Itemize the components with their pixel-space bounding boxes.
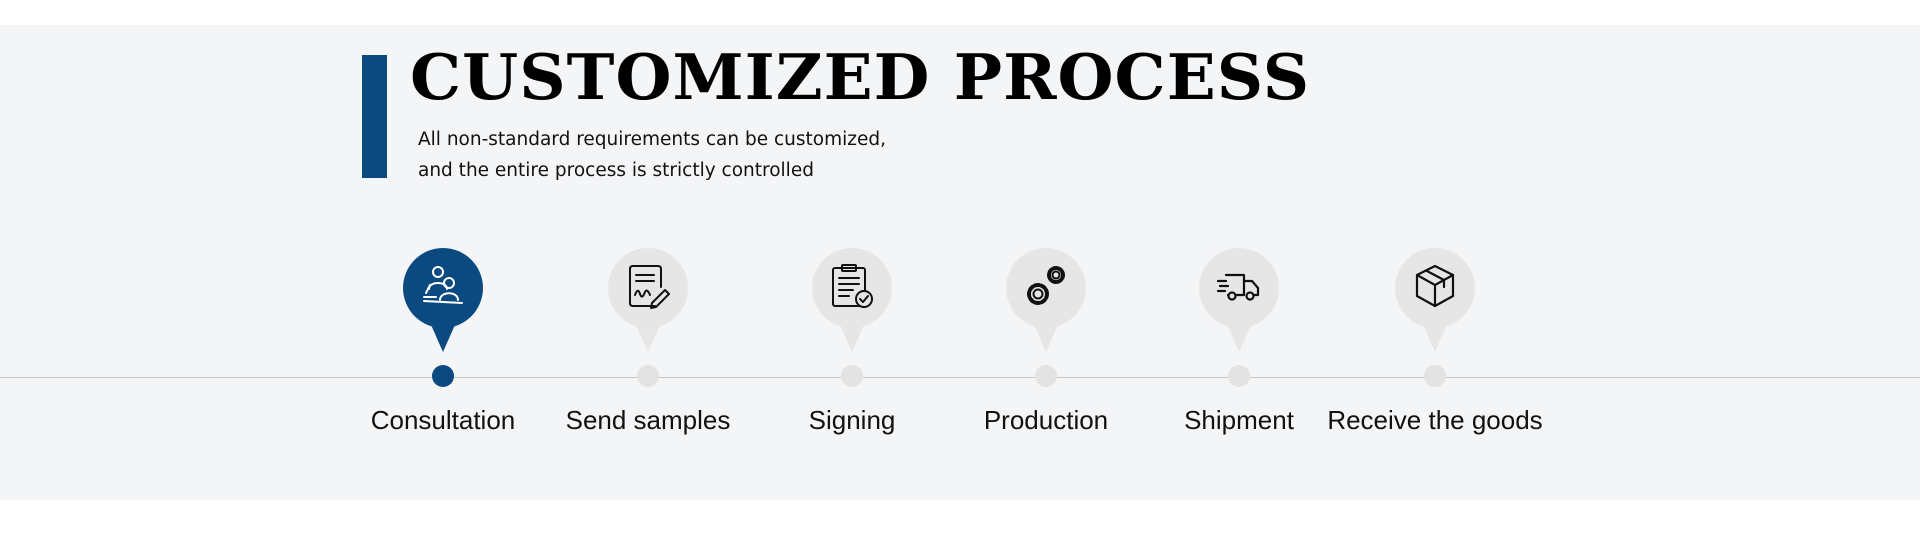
step-shipment: Shipment xyxy=(1119,248,1359,448)
step-consultation: Consultation xyxy=(323,248,563,448)
gears-icon xyxy=(1023,263,1069,309)
consultation-icon xyxy=(420,263,466,309)
document-pen-icon xyxy=(625,263,671,309)
package-box-icon xyxy=(1412,263,1458,309)
step-signing: Signing xyxy=(732,248,972,448)
delivery-truck-icon xyxy=(1216,263,1262,309)
step-label: Send samples xyxy=(565,405,731,435)
step-pin xyxy=(1395,248,1475,353)
step-pin xyxy=(1006,248,1086,353)
step-dot xyxy=(1424,365,1446,387)
step-pin xyxy=(403,248,483,353)
step-pin xyxy=(608,248,688,353)
step-label: Consultation xyxy=(370,405,516,435)
step-dot xyxy=(1228,365,1250,387)
clipboard-check-icon xyxy=(829,263,875,309)
title-accent-bar xyxy=(362,55,387,178)
subtitle-line-2: and the entire process is strictly contr… xyxy=(418,160,814,181)
step-pin xyxy=(1199,248,1279,353)
step-label: Shipment xyxy=(1184,405,1294,435)
step-send-samples: Send samples xyxy=(528,248,768,448)
subtitle-line-1: All non-standard requirements can be cus… xyxy=(418,129,886,150)
step-dot xyxy=(841,365,863,387)
step-production: Production xyxy=(926,248,1166,448)
step-pin xyxy=(812,248,892,353)
page-subtitle: All non-standard requirements can be cus… xyxy=(418,124,886,186)
step-dot xyxy=(432,365,454,387)
step-dot xyxy=(1035,365,1057,387)
step-receive-goods: Receive the goods xyxy=(1315,248,1555,448)
step-dot xyxy=(637,365,659,387)
process-panel xyxy=(0,25,1920,500)
step-label: Signing xyxy=(808,405,896,435)
timeline-line xyxy=(0,377,1920,378)
step-label: Receive the goods xyxy=(1327,405,1543,435)
step-label: Production xyxy=(983,405,1109,435)
page-title: CUSTOMIZED PROCESS xyxy=(410,40,1311,114)
